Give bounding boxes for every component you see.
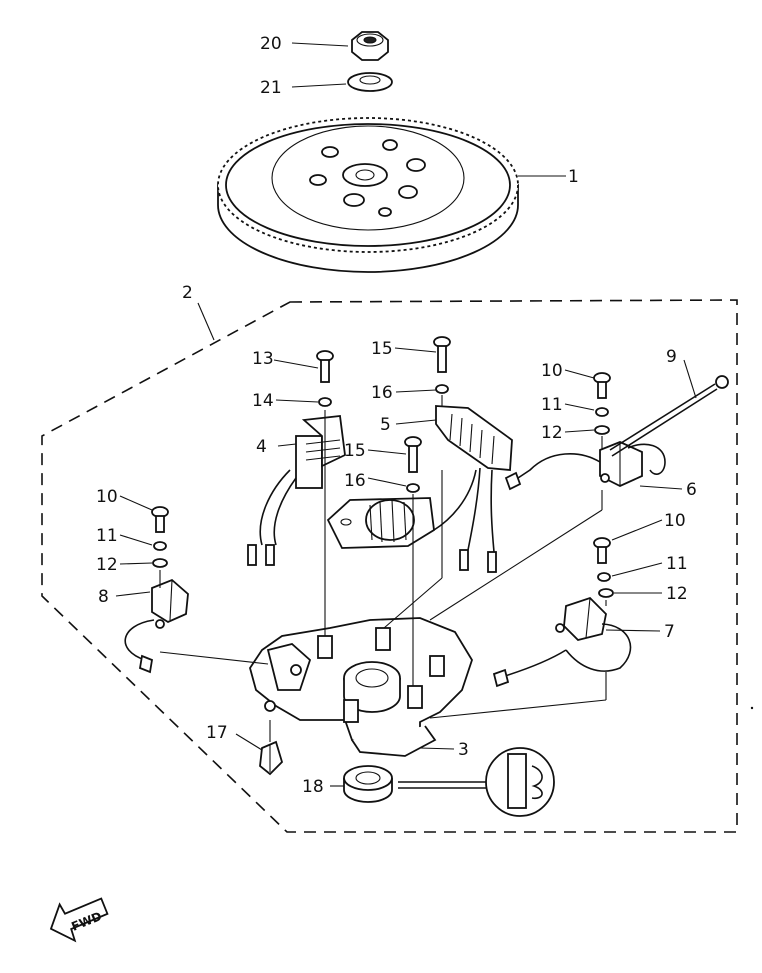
callout-1: 1 <box>568 167 579 187</box>
callout-5: 5 <box>380 415 391 435</box>
stray-dot <box>750 706 754 710</box>
callout-12-left: 12 <box>96 555 118 575</box>
part-16-washer-upper <box>435 384 449 394</box>
callout-10-right-lower: 10 <box>664 511 686 531</box>
callout-15-lower: 15 <box>344 441 366 461</box>
part-10-screw-right-lower <box>593 537 611 564</box>
center-coil <box>326 469 477 549</box>
part-9-lead-wire <box>609 375 729 457</box>
callout-11-right-lower: 11 <box>666 554 688 574</box>
callout-10-left: 10 <box>96 487 118 507</box>
part-11-washer-right-upper <box>595 407 609 417</box>
callout-4: 4 <box>256 437 267 457</box>
callout-20: 20 <box>260 34 282 54</box>
callout-3: 3 <box>458 740 469 760</box>
callout-6: 6 <box>686 480 697 500</box>
seal-detail-inset <box>398 747 555 817</box>
callout-12-right-upper: 12 <box>541 423 563 443</box>
part-18-oil-seal <box>343 765 393 803</box>
part-4-coil <box>247 415 346 566</box>
leader-lines <box>115 42 697 787</box>
callout-13: 13 <box>252 349 274 369</box>
part-12-washer-left <box>152 558 168 568</box>
part-15-screw-lower <box>404 436 422 473</box>
callout-18: 18 <box>302 777 324 797</box>
part-11-washer-left <box>153 541 167 551</box>
part-14-washer <box>318 397 332 407</box>
fwd-arrow-icon: FWD <box>49 897 109 943</box>
part-3-stator-plate <box>249 617 473 757</box>
part-12-washer-right-upper <box>594 425 610 435</box>
assembly-guides <box>159 395 607 742</box>
callout-17: 17 <box>206 723 228 743</box>
callout-16-lower: 16 <box>344 471 366 491</box>
part-13-screw <box>316 350 334 383</box>
callout-9: 9 <box>666 347 677 367</box>
part-17-clamp <box>259 740 284 776</box>
callout-15-upper: 15 <box>371 339 393 359</box>
callout-8: 8 <box>98 587 109 607</box>
part-20-nut <box>351 31 389 61</box>
part-8-coil <box>124 578 189 674</box>
callout-12-right-lower: 12 <box>666 584 688 604</box>
callout-11-right-upper: 11 <box>541 395 563 415</box>
part-1-flywheel <box>217 117 519 273</box>
part-7-coil <box>492 596 632 688</box>
part-5-coil <box>435 405 513 573</box>
callout-2: 2 <box>182 283 193 303</box>
callout-16-upper: 16 <box>371 383 393 403</box>
part-12-washer-right-lower <box>598 588 614 598</box>
part-6-pulser-coil <box>504 441 666 491</box>
part-10-screw-right-upper <box>593 372 611 399</box>
part-15-screw-upper <box>433 336 451 373</box>
assembly-boundary <box>41 299 738 833</box>
callout-14: 14 <box>252 391 274 411</box>
callout-21: 21 <box>260 78 282 98</box>
callout-11-left: 11 <box>96 526 118 546</box>
part-21-washer <box>347 72 393 92</box>
part-10-screw-left <box>151 506 169 533</box>
callout-10-right-upper: 10 <box>541 361 563 381</box>
part-16-washer-lower <box>406 483 420 493</box>
part-11-washer-right-lower <box>597 572 611 582</box>
callout-7: 7 <box>664 622 675 642</box>
